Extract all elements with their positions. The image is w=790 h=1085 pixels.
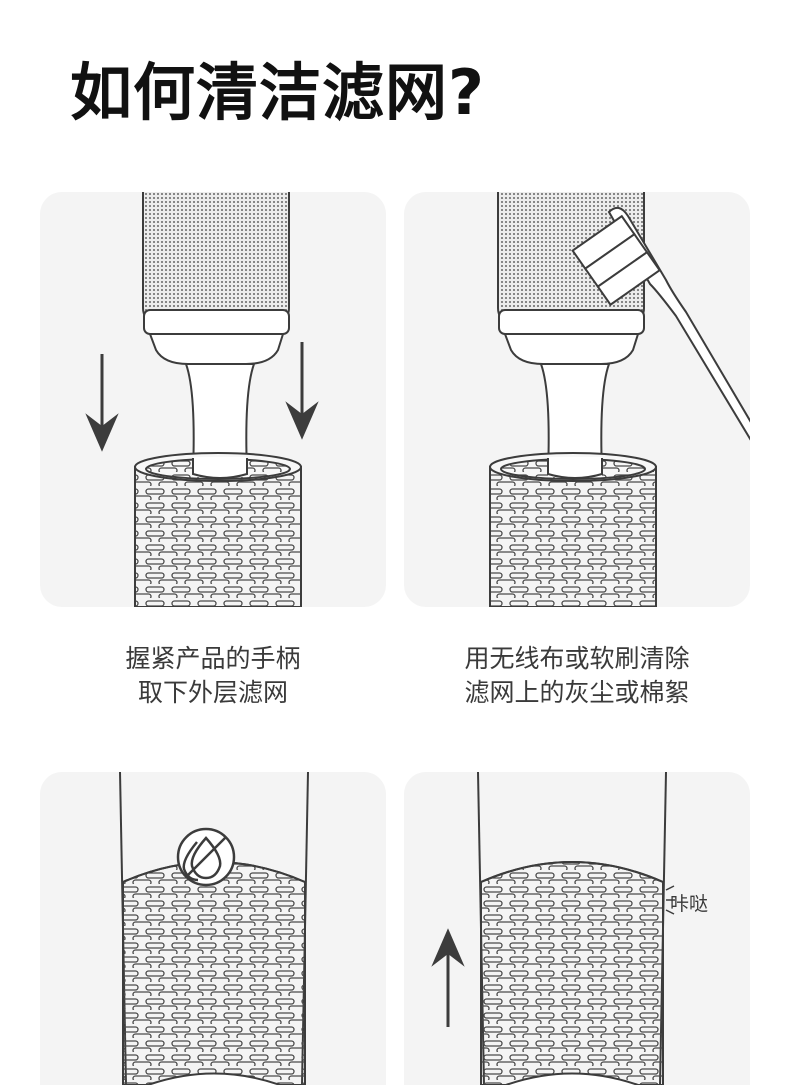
step-2-line-1: 用无线布或软刷清除 xyxy=(404,642,750,676)
step-2-line-2: 滤网上的灰尘或棉絮 xyxy=(404,676,750,710)
step-3-illustration xyxy=(40,772,386,1085)
inner-filter-mesh xyxy=(143,192,289,320)
step-2-caption: 用无线布或软刷清除 滤网上的灰尘或棉絮 xyxy=(404,642,750,710)
up-arrow-icon xyxy=(435,932,461,1027)
no-water-icon xyxy=(178,829,234,885)
outer-filter xyxy=(123,862,305,1085)
outer-filter xyxy=(481,862,663,1085)
step-1-line-1: 握紧产品的手柄 xyxy=(40,642,386,676)
step-1-caption: 握紧产品的手柄 取下外层滤网 xyxy=(40,642,386,710)
step-1-illustration xyxy=(40,192,386,607)
outer-filter xyxy=(135,453,301,607)
page-title: 如何清洁滤网? xyxy=(70,62,485,124)
step-2-illustration xyxy=(404,192,750,607)
step-4-illustration xyxy=(404,772,750,1085)
filter-base xyxy=(499,310,644,472)
outer-filter xyxy=(490,453,656,607)
filter-base xyxy=(144,310,289,472)
step-1-line-2: 取下外层滤网 xyxy=(40,676,386,710)
click-sound-label: 咔哒 xyxy=(670,889,708,916)
